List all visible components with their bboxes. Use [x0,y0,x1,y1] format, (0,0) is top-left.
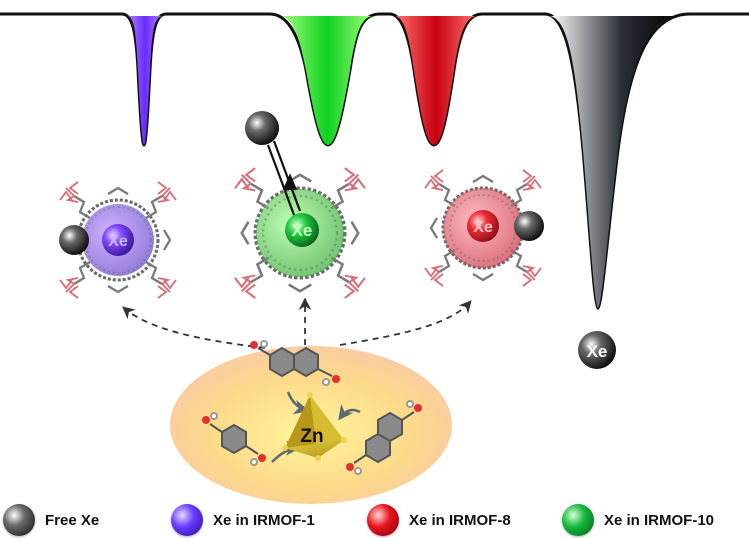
free-xe-atom: Xe [578,331,616,369]
legend-item-free-xe: Free Xe [3,502,99,538]
linker-molecule-icon [346,400,422,475]
xe-label-irmof1: Xe [108,233,128,250]
xe-label-irmof10: Xe [292,221,313,240]
peak-irmof8 [396,16,476,145]
zn-label: Zn [300,426,323,447]
free-xe-icon [3,504,35,536]
linker-molecule-icon [202,412,266,466]
synthesis-arrows [122,297,472,349]
peak-irmof1 [128,16,162,145]
nmr-spectrum [0,12,749,310]
legend-label-irmof10: Xe in IRMOF-10 [604,511,715,529]
legend-item-irmof8: Xe in IRMOF-8 [367,502,511,538]
irmof8-xe-icon [367,504,399,536]
irmof10-xe-icon [562,504,594,536]
peak-irmof10 [282,16,372,145]
linker-molecule-icon [250,340,340,386]
zinc-tetrahedron-icon: Zn [282,392,347,461]
arrow-to-irmof8 [339,300,472,346]
xe-atom-irmof1: Xe [102,224,134,256]
irmof1-xe-icon [171,504,203,536]
legend-label-irmof1: Xe in IRMOF-1 [213,511,315,529]
xe-atom-irmof8: Xe [467,210,499,242]
free-xe-atom-irmof8 [514,211,544,241]
peak-free-xe [550,16,680,308]
legend-label-free-xe: Free Xe [45,511,100,529]
free-xe-atom-irmof1 [59,225,89,255]
exchange-arrow-icon [266,140,302,216]
xe-atom-irmof10: Xe [285,213,319,247]
legend-item-irmof10: Xe in IRMOF-10 [562,502,714,538]
legend-label-irmof8: Xe in IRMOF-8 [409,511,511,529]
legend-item-irmof1: Xe in IRMOF-1 [171,502,315,538]
free-xe-label: Xe [587,342,608,361]
xe-label-irmof8: Xe [473,219,493,236]
arrow-to-irmof1 [122,306,266,349]
free-xe-atom-irmof10 [245,111,279,145]
